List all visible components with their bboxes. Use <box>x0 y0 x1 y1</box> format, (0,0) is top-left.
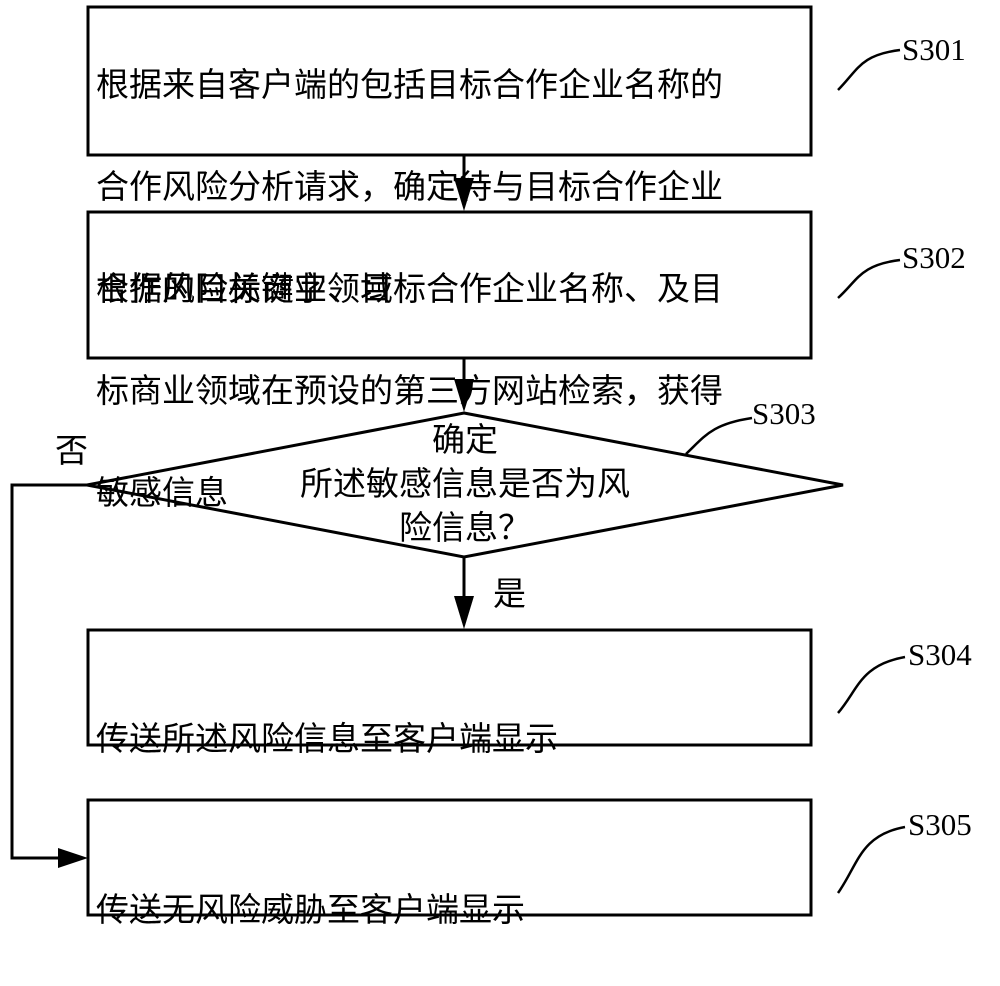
step-s304-line-1: 传送所述风险信息至客户端显示 <box>96 719 558 758</box>
step-s301-line-1: 根据来自客户端的包括目标合作企业名称的 <box>96 65 723 104</box>
step-s302-line-3: 敏感信息 <box>96 473 228 512</box>
step-s301-text: 根据来自客户端的包括目标合作企业名称的 合作风险分析请求，确定待与目标合作企业 … <box>96 8 811 365</box>
callout-s301 <box>837 48 901 91</box>
step-s303-line-1: 确定 <box>432 420 498 459</box>
step-s305-box <box>86 798 813 917</box>
step-s302-box <box>86 210 813 360</box>
step-id-s304: S304 <box>908 637 972 672</box>
step-s302-line-1: 根据风险关键字、目标合作企业名称、及目 <box>96 269 723 308</box>
arrowhead-s303-s305 <box>58 848 88 868</box>
step-s302-text: 根据风险关键字、目标合作企业名称、及目 标商业领域在预设的第三方网站检索，获得 … <box>96 212 811 569</box>
step-s301-line-2: 合作风险分析请求，确定待与目标合作企业 <box>96 167 723 206</box>
step-s305-text: 传送无风险威胁至客户端显示 <box>96 833 811 986</box>
arrowhead-s303-s304 <box>454 596 474 629</box>
arrowhead-s302-s303 <box>454 379 474 412</box>
step-s301-line-3: 合作的目标商业领域 <box>96 269 393 308</box>
arrowhead-s301-s302 <box>454 178 474 211</box>
branch-label-no: 否 <box>55 431 88 470</box>
step-s301-box <box>86 5 813 157</box>
step-s304-text: 传送所述风险信息至客户端显示 <box>96 662 811 815</box>
step-id-s302: S302 <box>902 240 966 275</box>
branch-label-yes: 是 <box>493 574 526 613</box>
flowchart-canvas <box>10 5 906 917</box>
step-s303-line-2: 所述敏感信息是否为风 <box>300 464 630 503</box>
step-s305-line-1: 传送无风险威胁至客户端显示 <box>96 890 525 929</box>
step-id-s301: S301 <box>902 32 966 67</box>
step-s303-line-3: 险信息？ <box>399 508 531 547</box>
step-id-s303: S303 <box>752 396 816 431</box>
step-s304-box <box>86 628 813 747</box>
callout-s305 <box>836 825 906 894</box>
step-s303-text: 确定 所述敏感信息是否为风 险信息？ <box>250 418 680 550</box>
callout-s303 <box>685 416 753 455</box>
callout-s302 <box>837 258 901 299</box>
step-id-s305: S305 <box>908 807 972 842</box>
step-s302-line-2: 标商业领域在预设的第三方网站检索，获得 <box>96 371 723 410</box>
connector-s303-s305 <box>10 483 87 860</box>
callout-s304 <box>837 655 906 714</box>
